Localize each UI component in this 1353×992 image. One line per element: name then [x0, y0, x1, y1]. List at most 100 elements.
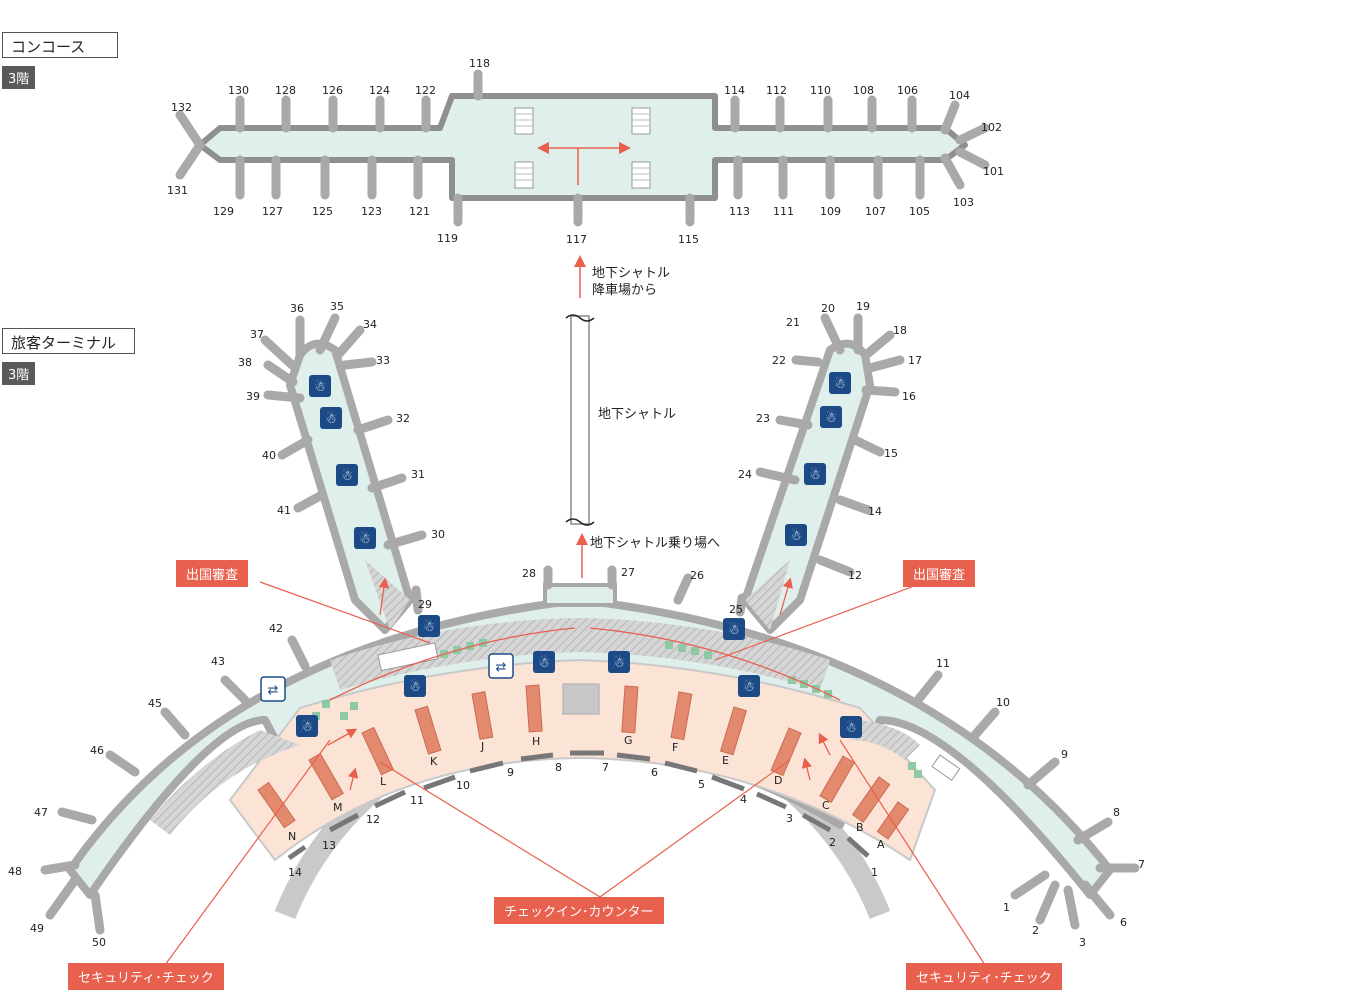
gate-label: 11 [936, 657, 950, 670]
terminal-piers [40, 313, 1140, 935]
svg-text:☃: ☃ [538, 654, 550, 671]
callout-emigration-left: 出国審査 [176, 560, 249, 587]
gate-label: 14 [868, 505, 882, 518]
svg-text:☃: ☃ [301, 718, 313, 735]
currency-exchange-icons: ⇄ ⇄ [260, 653, 514, 702]
door-label: 11 [410, 794, 424, 807]
door-label: 8 [555, 761, 562, 774]
gate-label: 42 [269, 622, 283, 635]
svg-text:☃: ☃ [341, 467, 353, 484]
gate-label: 118 [469, 57, 490, 70]
gate-label: 18 [893, 324, 907, 337]
gate-label: 104 [949, 89, 970, 102]
gate-label: 29 [418, 598, 432, 611]
gate-label: 108 [853, 84, 874, 97]
flow-arrows [327, 577, 841, 791]
gate-label: 7 [1138, 858, 1145, 871]
gate-label: 103 [953, 196, 974, 209]
gate-label: 6 [1120, 916, 1127, 929]
restroom-icons: ☃ ☃ ☃ ☃ ☃ ☃ ☃ ☃ ☃ ☃ ☃ ☃ ☃ ☃ ☃ ☃ [296, 372, 862, 738]
gate-label: 35 [330, 300, 344, 313]
door-label: 14 [288, 866, 302, 879]
gate-label: 16 [902, 390, 916, 403]
gate-label: 131 [167, 184, 188, 197]
counter-label: H [532, 735, 540, 748]
gate-label: 27 [621, 566, 635, 579]
counter-label: B [856, 821, 864, 834]
gate-label: 127 [262, 205, 283, 218]
restroom-icon: ☃ [804, 463, 826, 485]
currency-exchange-icon: ⇄ [488, 653, 514, 679]
gate-label: 22 [772, 354, 786, 367]
gate-label: 38 [238, 356, 252, 369]
door-label: 13 [322, 839, 336, 852]
gate-label: 3 [1079, 936, 1086, 949]
shuttle-to-label: 地下シャトル乗り場へ [590, 536, 720, 551]
gate-label: 1 [1003, 901, 1010, 914]
gate-label: 24 [738, 468, 752, 481]
gate-label: 26 [690, 569, 704, 582]
counter-label: N [288, 830, 296, 843]
restroom-icon: ☃ [296, 715, 318, 737]
gate-label: 39 [246, 390, 260, 403]
gate-label: 25 [729, 603, 743, 616]
concourse-title: コンコース [2, 32, 118, 58]
entrance-doors [287, 750, 870, 861]
restroom-icon: ☃ [404, 675, 426, 697]
concourse-floor-badge: 3階 [2, 66, 36, 89]
gate-label: 20 [821, 302, 835, 315]
gate-label: 109 [820, 205, 841, 218]
gate-label: 122 [415, 84, 436, 97]
gate-label: 128 [275, 84, 296, 97]
gate-label: 101 [983, 165, 1004, 178]
gate-label: 30 [431, 528, 445, 541]
svg-text:☃: ☃ [613, 654, 625, 671]
gate-label: 115 [678, 233, 699, 246]
gate-label: 33 [376, 354, 390, 367]
gate-label: 10 [996, 696, 1010, 709]
terminal-floor-badge: 3階 [2, 362, 36, 385]
gate-label: 106 [897, 84, 918, 97]
svg-text:☃: ☃ [423, 618, 435, 635]
door-label: 4 [740, 793, 747, 806]
door-label: 1 [871, 866, 878, 879]
restroom-icon: ☃ [785, 524, 807, 546]
callout-security-left: セキュリティ･チェック [68, 963, 224, 990]
gate-label: 117 [566, 233, 587, 246]
gate-label: 46 [90, 744, 104, 757]
svg-text:⇄: ⇄ [268, 683, 279, 698]
gate-label: 121 [409, 205, 430, 218]
gate-label: 28 [522, 567, 536, 580]
gate-label: 12 [848, 569, 862, 582]
shuttle-line-label: 地下シャトル [598, 407, 676, 422]
svg-text:☃: ☃ [743, 678, 755, 695]
terminal-gate-labels: 36 35 34 37 33 38 39 32 40 31 41 30 20 1… [8, 300, 1145, 949]
gate-label: 129 [213, 205, 234, 218]
gate-label: 130 [228, 84, 249, 97]
gate-label: 43 [211, 655, 225, 668]
gate-label: 41 [277, 504, 291, 517]
terminal-building [66, 339, 1114, 899]
svg-text:☃: ☃ [790, 527, 802, 544]
gate-label: 107 [865, 205, 886, 218]
door-label: 3 [786, 812, 793, 825]
door-label: 9 [507, 766, 514, 779]
gate-label: 110 [810, 84, 831, 97]
gate-label: 45 [148, 697, 162, 710]
svg-text:☃: ☃ [728, 621, 740, 638]
gate-label: 105 [909, 205, 930, 218]
door-label: 6 [651, 766, 658, 779]
counter-label: D [774, 774, 782, 787]
door-label: 7 [602, 761, 609, 774]
restroom-icon: ☃ [820, 406, 842, 428]
svg-text:☃: ☃ [359, 530, 371, 547]
gate-label: 8 [1113, 806, 1120, 819]
checkin-counters [257, 684, 910, 840]
concourse-piers [175, 69, 990, 227]
shuttle-line [565, 255, 595, 578]
door-label: 10 [456, 779, 470, 792]
concourse-direction-arrows [537, 142, 631, 185]
restroom-icon: ☃ [608, 651, 630, 673]
counter-labels: N M L K J H G F E D C B A [288, 734, 885, 851]
terminal-title: 旅客ターミナル [2, 328, 135, 354]
